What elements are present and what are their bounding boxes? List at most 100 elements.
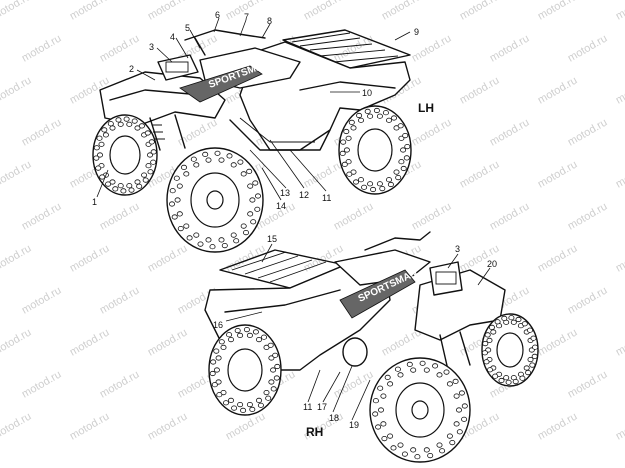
tread-knob — [237, 401, 244, 408]
callout-rh-3: 3 — [455, 244, 460, 254]
tread-knob — [361, 184, 368, 190]
watermark-text: motod.ru — [146, 326, 190, 358]
tread-knob — [453, 393, 460, 399]
watermark-text: motod.ru — [488, 32, 532, 64]
tread-knob — [492, 373, 499, 379]
tread-knob — [376, 181, 383, 187]
watermark-text: motod.ru — [68, 242, 112, 274]
tread-knob — [246, 168, 253, 174]
callout-lh-6: 6 — [215, 10, 220, 20]
tread-knob — [395, 175, 402, 181]
tread-knob — [105, 181, 112, 187]
tread-knob — [230, 232, 237, 238]
tread-knob — [205, 237, 212, 243]
tread-knob — [193, 232, 200, 238]
tread-knob — [240, 223, 247, 229]
tread-knob — [210, 359, 217, 365]
watermark-text: motod.ru — [0, 0, 33, 23]
tread-knob — [93, 145, 100, 151]
watermark-text: motod.ru — [458, 74, 502, 106]
tread-knob — [213, 367, 220, 373]
watermark-text: motod.ru — [614, 410, 625, 442]
tread-knob — [126, 121, 133, 127]
rh-atv-illustration: SPORTSMAN — [204, 231, 539, 463]
tread-knob — [343, 147, 350, 153]
tread-knob — [456, 429, 463, 435]
tread-knob — [252, 180, 259, 186]
watermark-text: motod.ru — [614, 242, 625, 274]
tread-knob — [527, 356, 534, 363]
tread-knob — [376, 113, 383, 119]
tread-knob — [385, 177, 392, 183]
tread-knob — [397, 442, 404, 448]
tread-knob — [414, 454, 421, 460]
tread-knob — [529, 362, 536, 368]
tread-knob — [423, 367, 430, 373]
tread-knob — [141, 172, 148, 178]
tread-knob — [410, 447, 417, 453]
tread-knob — [397, 123, 404, 129]
tread-knob — [226, 332, 233, 338]
tread-knob — [398, 159, 405, 165]
tread-knob — [218, 157, 225, 163]
tread-knob — [377, 407, 384, 413]
tread-knob — [274, 363, 281, 370]
watermark-text: motod.ru — [410, 200, 454, 232]
tread-knob — [260, 334, 267, 340]
watermark-text: motod.ru — [410, 116, 454, 148]
callout-lh-14: 14 — [276, 201, 286, 211]
tread-knob — [148, 139, 155, 145]
tread-knob — [209, 244, 216, 250]
tread-knob — [519, 375, 526, 381]
tread-knob — [427, 452, 434, 459]
watermark-text: motod.ru — [0, 410, 33, 442]
tread-knob — [527, 327, 534, 333]
callout-rh-20: 20 — [487, 259, 497, 269]
watermark-text: motod.ru — [98, 32, 142, 64]
tread-knob — [250, 219, 257, 225]
tread-knob — [505, 379, 512, 385]
callout-rh-19: 19 — [349, 420, 359, 430]
tread-knob — [381, 435, 388, 442]
callout-lh-13: 13 — [280, 188, 290, 198]
tread-knob — [503, 375, 510, 381]
watermark-text: motod.ru — [20, 368, 64, 400]
tread-knob — [123, 116, 130, 122]
tread-knob — [356, 112, 363, 119]
tread-knob — [390, 445, 397, 451]
tread-knob — [483, 359, 490, 365]
tread-knob — [377, 385, 384, 391]
watermark-text: motod.ru — [0, 242, 33, 274]
watermark-text: motod.ru — [458, 158, 502, 190]
tread-knob — [400, 165, 407, 172]
tread-knob — [403, 155, 410, 161]
tread-knob — [101, 127, 108, 133]
tread-knob — [222, 400, 229, 406]
tread-knob — [401, 451, 408, 457]
tread-knob — [107, 121, 114, 127]
tread-knob — [350, 125, 357, 131]
tread-knob — [531, 353, 538, 359]
watermark-text: motod.ru — [302, 0, 346, 23]
tread-knob — [257, 402, 264, 408]
tread-knob — [525, 369, 532, 376]
tread-knob — [446, 433, 453, 439]
callout-lh-5: 5 — [185, 23, 190, 33]
tread-knob — [439, 448, 446, 454]
callout-lh-3: 3 — [149, 42, 154, 52]
tread-knob — [176, 183, 183, 189]
tread-knob — [142, 177, 149, 183]
watermark-text: motod.ru — [614, 326, 625, 358]
tread-knob — [209, 370, 216, 377]
watermark-text: motod.ru — [488, 116, 532, 148]
tread-knob — [423, 447, 430, 453]
callout-lh-7: 7 — [244, 12, 249, 22]
watermark-text: motod.ru — [176, 116, 220, 148]
tread-knob — [410, 367, 417, 373]
lh-tire-tread — [93, 107, 411, 250]
tread-knob — [400, 147, 407, 153]
tread-knob — [367, 113, 374, 119]
tread-knob — [482, 340, 489, 347]
watermark-text: motod.ru — [0, 74, 33, 106]
tread-knob — [370, 186, 377, 193]
